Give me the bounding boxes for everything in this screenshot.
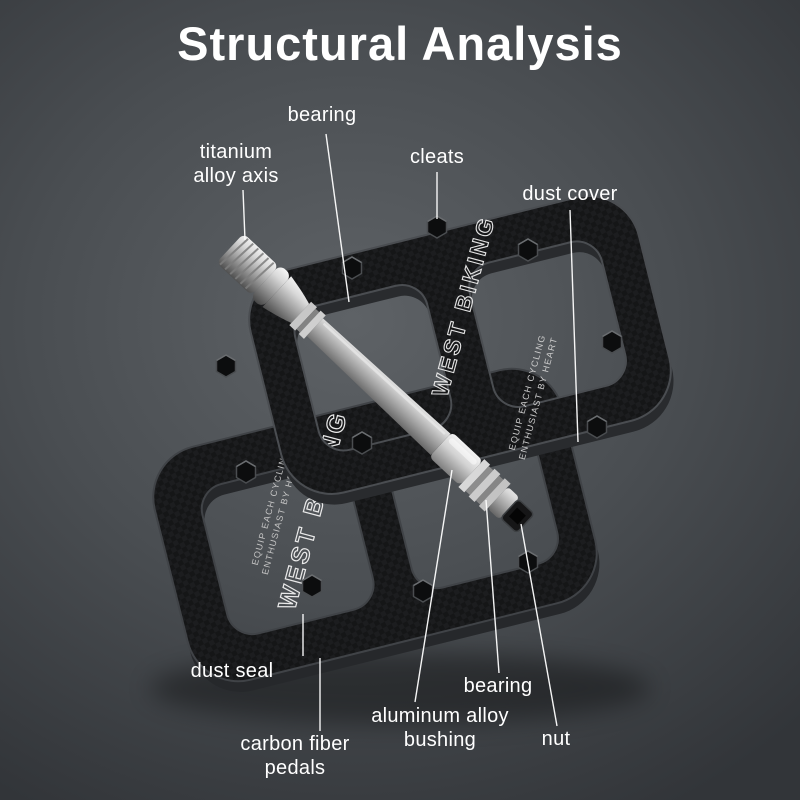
leader-titanium-axis bbox=[242, 189, 246, 241]
hex-pin bbox=[351, 431, 373, 455]
hex-pin bbox=[517, 238, 539, 262]
shaft-highlight bbox=[322, 322, 446, 435]
hex-pin bbox=[301, 574, 323, 598]
label-nut: nut bbox=[541, 728, 571, 750]
leader-aluminum-bushing bbox=[414, 469, 453, 703]
label-dust-cover: dust cover bbox=[522, 183, 618, 205]
aluminum-bushing bbox=[431, 434, 481, 484]
axle-end-cap bbox=[489, 488, 518, 518]
axle-cone bbox=[262, 276, 310, 323]
leader-bearing-top bbox=[325, 133, 350, 303]
label-aluminum-alloy-bushing: aluminum alloy bushing bbox=[371, 705, 509, 751]
bearing-rings bbox=[289, 301, 326, 339]
label-carbon-fiber-pedals: carbon fiber pedals bbox=[240, 733, 350, 779]
label-bearing-bottom: bearing bbox=[463, 675, 533, 697]
bushing-highlight bbox=[448, 438, 477, 465]
label-dust-seal: dust seal bbox=[190, 660, 274, 682]
leader-dust-cover bbox=[569, 209, 579, 443]
hex-pin bbox=[215, 354, 237, 378]
label-cleats: cleats bbox=[409, 146, 465, 168]
hex-pin bbox=[412, 579, 434, 603]
hex-pin bbox=[586, 415, 608, 439]
page-title: Structural Analysis bbox=[177, 17, 623, 70]
leader-nut bbox=[520, 523, 558, 727]
threaded-axle-end bbox=[218, 235, 277, 293]
hex-pin bbox=[426, 215, 448, 239]
leader-lines bbox=[242, 133, 579, 731]
label-bearing-top: bearing bbox=[287, 104, 357, 126]
hex-pin bbox=[601, 330, 623, 354]
axle-collar bbox=[252, 267, 289, 305]
label-titanium-alloy-axis: titanium alloy axis bbox=[193, 141, 279, 187]
axle-spindle bbox=[218, 235, 534, 533]
nut-socket bbox=[508, 507, 526, 525]
hex-pin bbox=[235, 460, 257, 484]
axle-shaft bbox=[306, 318, 451, 456]
leader-bearing-bottom bbox=[485, 499, 500, 674]
thread-ridges bbox=[219, 238, 275, 290]
